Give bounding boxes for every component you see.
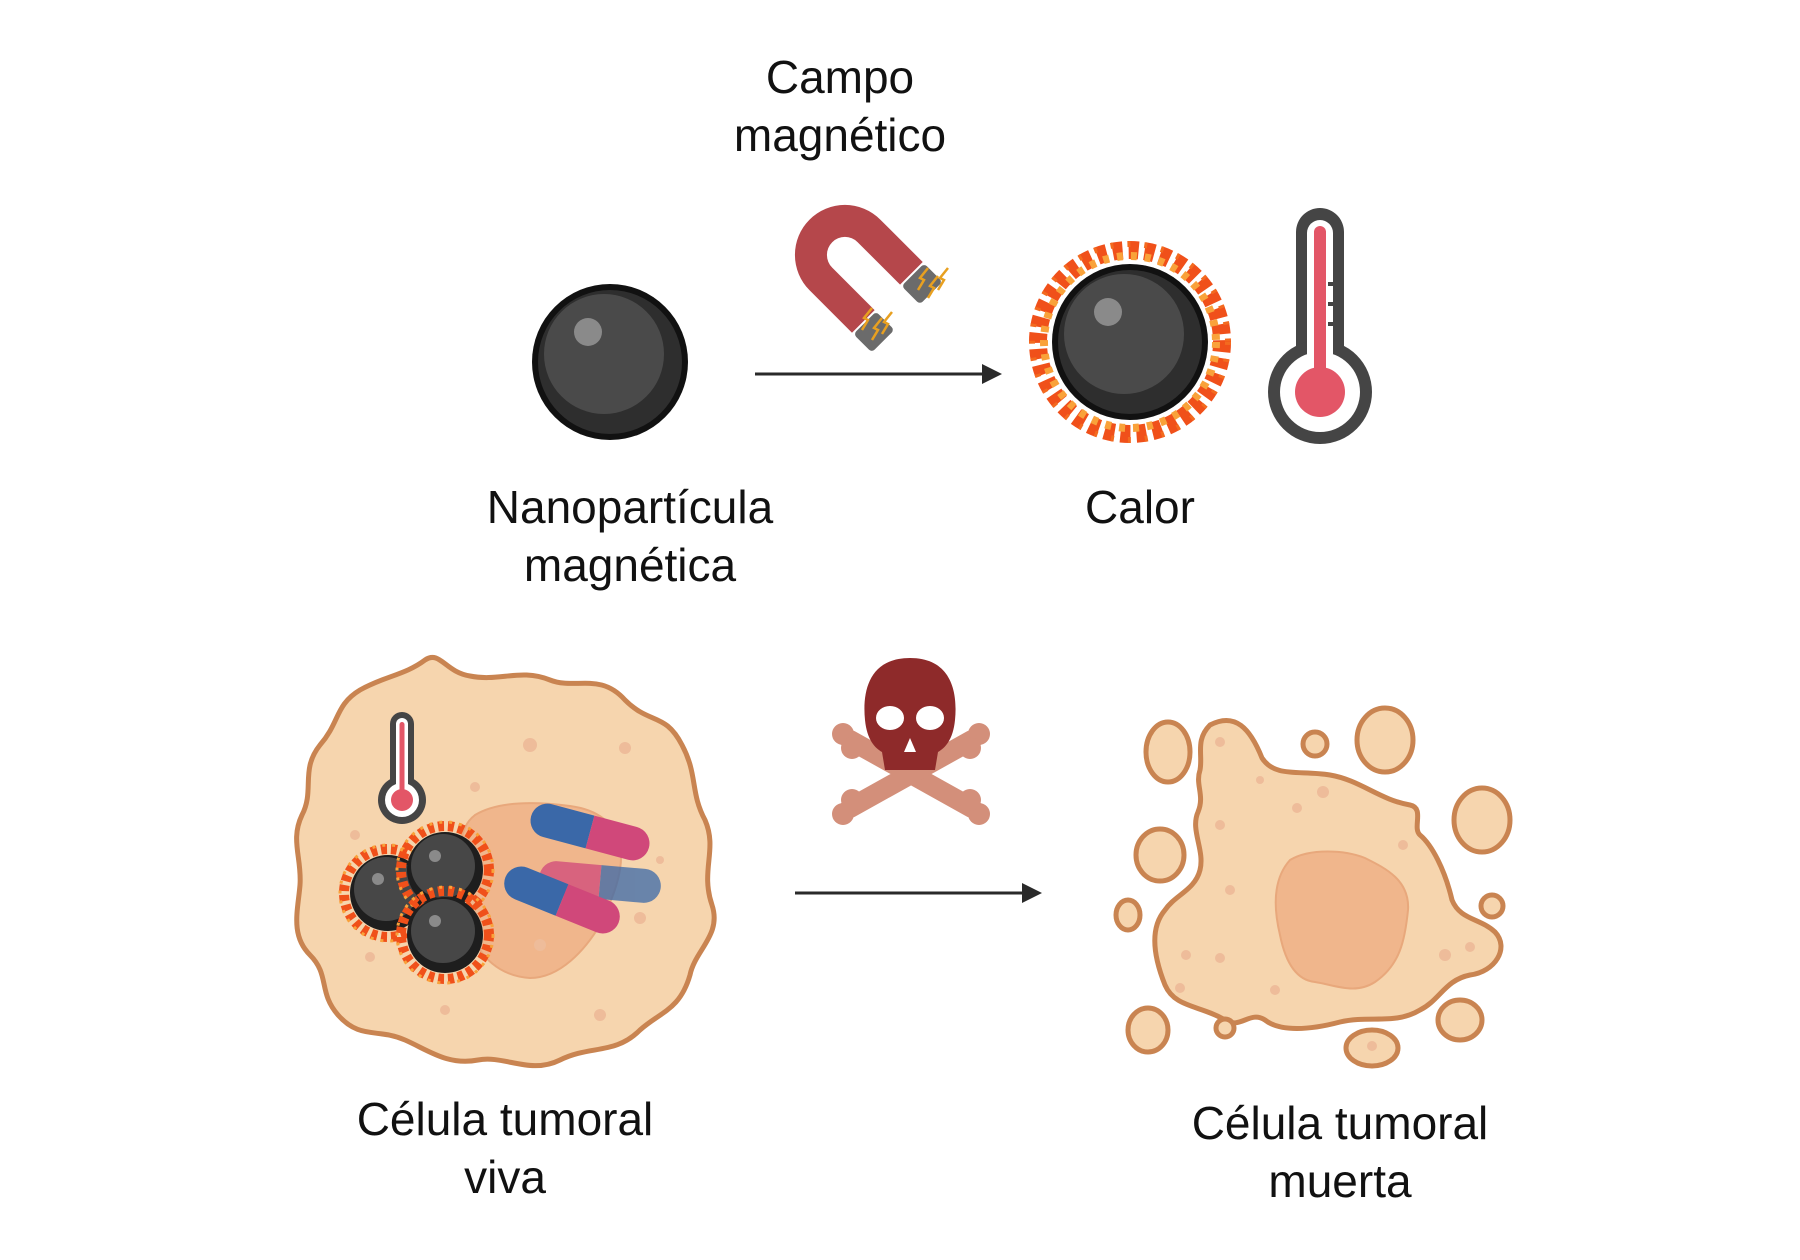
bottom-process-arrow <box>795 883 1042 903</box>
nanoparticle-label: Nanopartícula magnética <box>455 478 805 594</box>
live-cell-label-line2: viva <box>464 1151 546 1203</box>
heat-label: Calor <box>1040 478 1240 536</box>
horseshoe-magnet-icon <box>794 204 941 351</box>
heat-label-line1: Calor <box>1085 481 1195 533</box>
cell-thermometer-icon <box>378 712 426 824</box>
dead-cell-nucleus <box>1274 850 1410 990</box>
skull-crossbones-icon <box>832 658 990 825</box>
nanoparticle-sphere-icon <box>532 284 688 440</box>
dead-cell-label-line2: muerta <box>1268 1155 1412 1207</box>
live-cell-label-line1: Célula tumoral <box>356 1093 654 1145</box>
live-cell-label: Célula tumoral viva <box>320 1090 690 1206</box>
dead-cell-label: Célula tumoral muerta <box>1155 1094 1525 1210</box>
magnetic-field-label: Campo magnético <box>690 48 990 164</box>
magnetic-field-label-line2: magnético <box>733 109 947 161</box>
burning-nanoparticle-icon <box>397 887 493 983</box>
burning-nanoparticle-icon <box>1032 244 1228 440</box>
nanoparticle-label-line2: magnética <box>523 539 737 591</box>
magnetic-field-label-line1: Campo <box>765 51 915 103</box>
dead-tumor-cell <box>1113 705 1513 1069</box>
drug-capsule-icon <box>504 866 620 934</box>
magnet-spark-icon <box>860 267 949 341</box>
top-process-arrow <box>755 364 1002 384</box>
dead-cell-label-line1: Célula tumoral <box>1191 1097 1489 1149</box>
thermometer-icon <box>1268 208 1372 444</box>
nanoparticle-label-line1: Nanopartícula <box>486 481 774 533</box>
drug-capsule-icon <box>530 803 650 861</box>
